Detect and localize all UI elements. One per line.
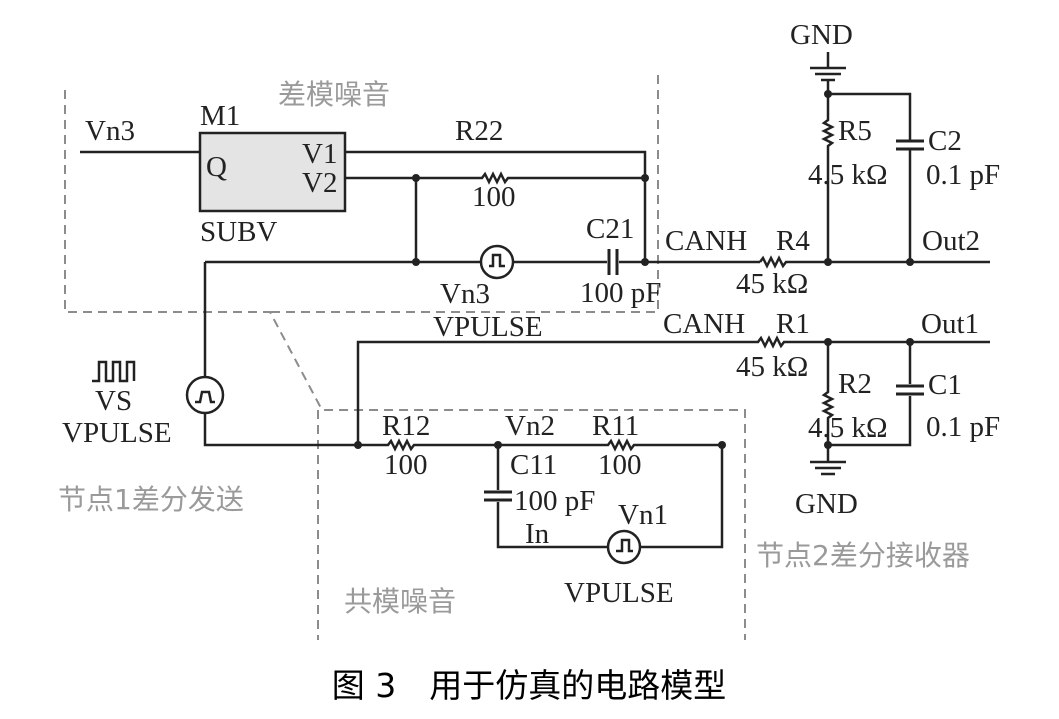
r12-value: 100 bbox=[384, 449, 428, 481]
c2-value: 0.1 pF bbox=[926, 159, 1000, 191]
r5-value: 4.5 kΩ bbox=[808, 159, 888, 191]
gnd-top-label: GND bbox=[790, 19, 853, 51]
v2-wire bbox=[345, 171, 645, 185]
r4-value: 45 kΩ bbox=[736, 268, 808, 300]
r12-name: R12 bbox=[382, 410, 430, 442]
junction-dot bbox=[824, 90, 832, 98]
vn1-source-symbol bbox=[606, 529, 642, 565]
vs-source-name: VS bbox=[95, 385, 132, 417]
junction-dot bbox=[354, 441, 362, 449]
vn3-source-type: VPULSE bbox=[433, 311, 543, 343]
m1-block bbox=[198, 131, 347, 213]
r1-value: 45 kΩ bbox=[736, 351, 808, 383]
figure-caption: 图 3 用于仿真的电路模型 bbox=[332, 666, 727, 705]
c1-value: 0.1 pF bbox=[926, 411, 1000, 443]
junction-dot bbox=[412, 258, 420, 266]
common-mode-loop bbox=[496, 445, 724, 549]
junction-dot bbox=[824, 338, 832, 346]
junction-dot bbox=[641, 174, 649, 182]
junction-dot bbox=[824, 258, 832, 266]
vs-pulse-icon bbox=[195, 390, 215, 404]
junction-dot bbox=[718, 441, 726, 449]
c1-name: C1 bbox=[928, 369, 962, 401]
m1-pin-v1: V1 bbox=[302, 138, 337, 170]
r2-resistor bbox=[821, 342, 835, 462]
vn3-source-name: Vn3 bbox=[440, 278, 490, 310]
node1-transmit-label: 节点1差分发送 bbox=[58, 483, 244, 516]
r11-value: 100 bbox=[598, 449, 642, 481]
r2-value: 4.5 kΩ bbox=[808, 412, 888, 444]
junction-dot bbox=[906, 338, 914, 346]
c11-name: C11 bbox=[510, 449, 557, 481]
vn3-pulse-icon bbox=[489, 253, 505, 268]
differential-noise-label: 差模噪音 bbox=[278, 78, 390, 111]
r4-name: R4 bbox=[776, 225, 810, 257]
c21-value: 100 pF bbox=[580, 277, 661, 309]
junction-dot bbox=[641, 258, 649, 266]
vs-source-type: VPULSE bbox=[62, 417, 172, 449]
r4-resistor bbox=[759, 255, 990, 269]
junction-dot bbox=[494, 441, 502, 449]
r5-resistor bbox=[821, 80, 835, 262]
canh-bottom-rail bbox=[356, 335, 990, 445]
r5-name: R5 bbox=[838, 115, 872, 147]
junction-dot bbox=[906, 258, 914, 266]
node2-receiver-label: 节点2差分接收器 bbox=[756, 539, 970, 572]
canh-top-label: CANH bbox=[665, 225, 747, 257]
out1-label: Out1 bbox=[921, 308, 979, 340]
vn2-label: Vn2 bbox=[505, 410, 555, 442]
m1-name: M1 bbox=[200, 100, 240, 132]
vs-source-symbol bbox=[185, 375, 225, 415]
r22-value: 100 bbox=[472, 181, 516, 213]
canh-bottom-label: CANH bbox=[663, 308, 745, 340]
vn1-source-name: Vn1 bbox=[618, 499, 668, 531]
vn3-source-symbol bbox=[479, 244, 515, 280]
c21-name: C21 bbox=[586, 213, 634, 245]
c2-top-wire bbox=[828, 92, 912, 140]
in-label: In bbox=[525, 518, 550, 550]
junction-dot bbox=[412, 174, 420, 182]
junction-dot bbox=[824, 441, 832, 449]
c11-value: 100 pF bbox=[514, 485, 595, 517]
bottom-rail bbox=[203, 413, 722, 452]
m1-pin-v2: V2 bbox=[302, 167, 337, 199]
m1-pin-q: Q bbox=[206, 151, 227, 183]
c1-bottom-wire bbox=[828, 396, 912, 447]
r1-name: R1 bbox=[776, 308, 810, 340]
out2-label: Out2 bbox=[922, 225, 980, 257]
c2-name: C2 bbox=[928, 125, 962, 157]
vs-pulse-glyph bbox=[92, 360, 136, 383]
m1-type: SUBV bbox=[200, 216, 277, 248]
r2-name: R2 bbox=[838, 368, 872, 400]
gnd-bottom-label: GND bbox=[795, 488, 858, 520]
vn1-source-type: VPULSE bbox=[564, 577, 674, 609]
common-mode-noise-label: 共模噪音 bbox=[344, 585, 456, 618]
v1-wire bbox=[345, 150, 647, 178]
r22-name: R22 bbox=[455, 115, 503, 147]
vn3-input-label: Vn3 bbox=[85, 115, 135, 147]
differential-noise-region bbox=[64, 75, 746, 640]
vn1-pulse-icon bbox=[616, 538, 633, 553]
r11-name: R11 bbox=[592, 410, 639, 442]
